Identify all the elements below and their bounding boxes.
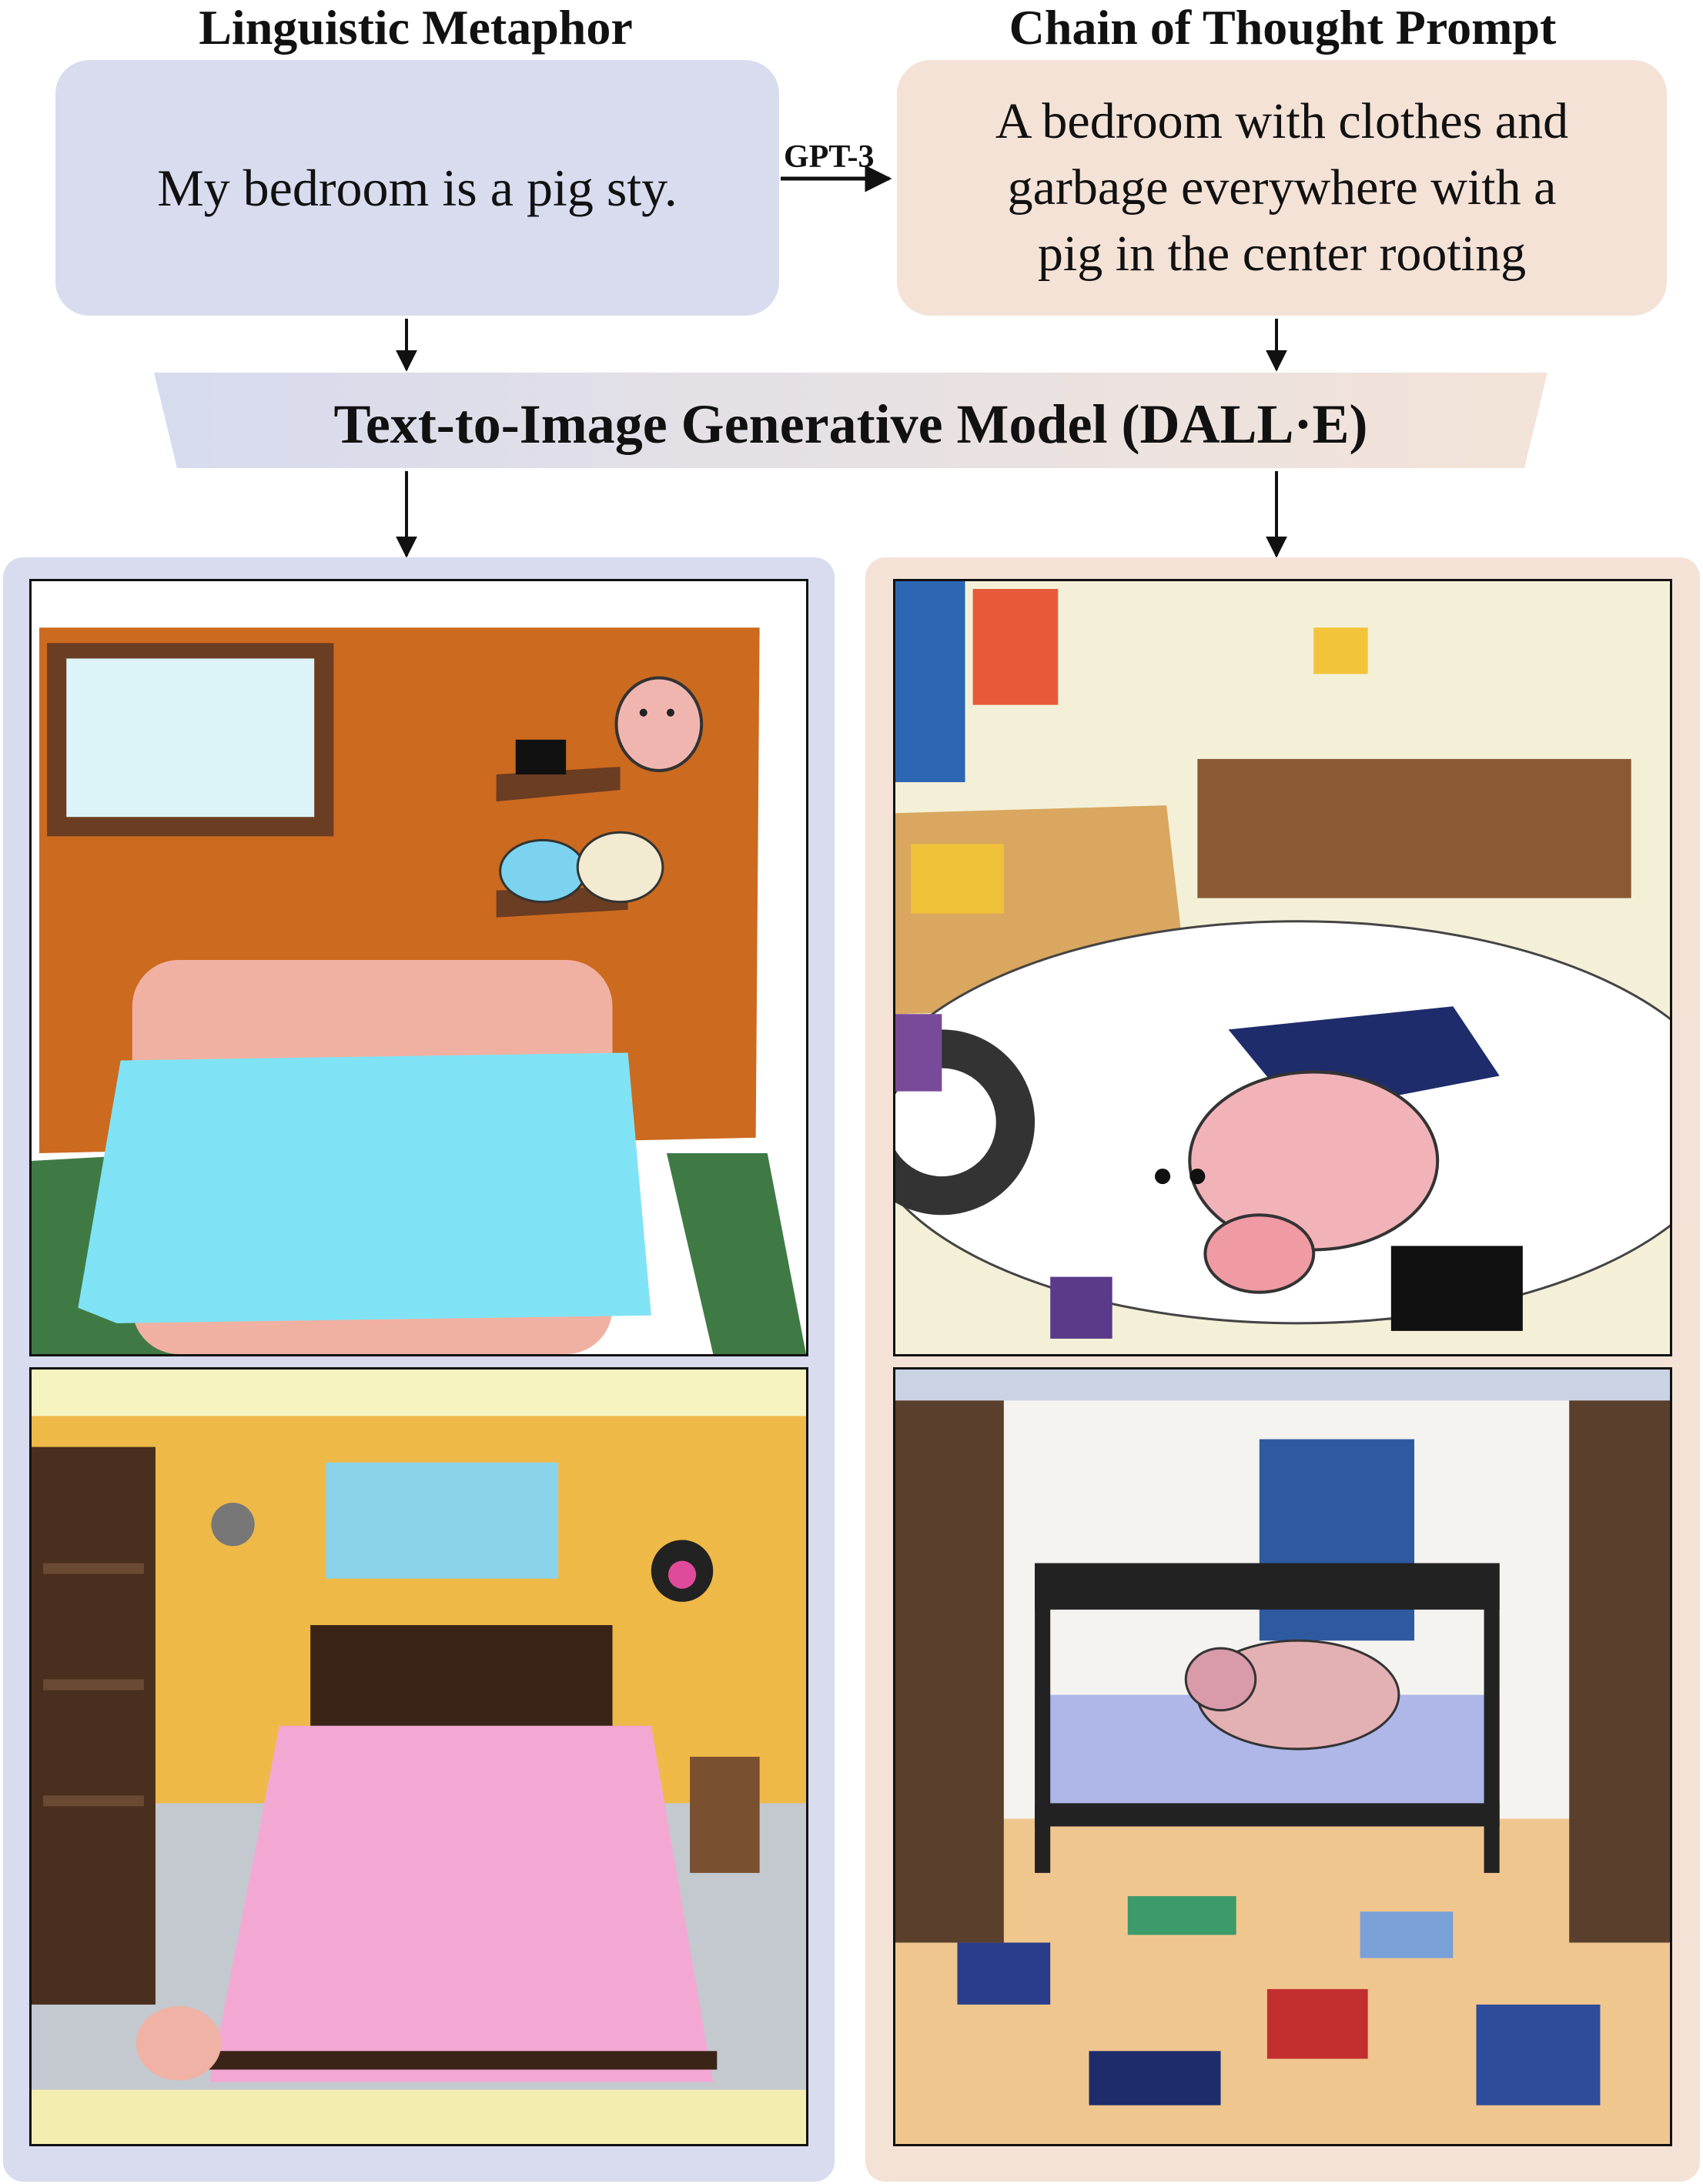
arrows-layer	[396, 165, 1287, 558]
prompt-box: A bedroom with clothes and garbage every…	[897, 60, 1667, 316]
prompt-image-2	[893, 1367, 1672, 2146]
prompt-image-1	[893, 579, 1672, 1356]
left-heading: Linguistic Metaphor	[199, 0, 633, 55]
messy-room-with-pig-on-rug	[895, 581, 1670, 1354]
prompt-line: A bedroom with clothes and	[995, 93, 1569, 150]
model-banner	[154, 373, 1547, 468]
pink-bed-bedroom-with-toy-pig	[32, 1370, 806, 2144]
gpt-label: GPT-3	[784, 139, 875, 175]
cartoon-bedroom-with-pig-on-shelf	[32, 581, 806, 1354]
metaphor-image-1	[29, 579, 808, 1356]
metaphor-box: My bedroom is a pig sty.	[55, 60, 779, 316]
metaphor-text: My bedroom is a pig sty.	[157, 158, 678, 217]
right-heading: Chain of Thought Prompt	[1009, 0, 1557, 55]
metaphor-image-2	[29, 1367, 808, 2146]
prompt-line: garbage everywhere with a	[1007, 159, 1557, 216]
model-label: Text-to-Image Generative Model (DALL·E)	[333, 393, 1368, 455]
prompt-text: A bedroom with clothes and garbage every…	[995, 89, 1568, 286]
messy-bedroom-pig-on-bed	[895, 1370, 1670, 2144]
prompt-line: pig in the center rooting	[1037, 225, 1527, 282]
